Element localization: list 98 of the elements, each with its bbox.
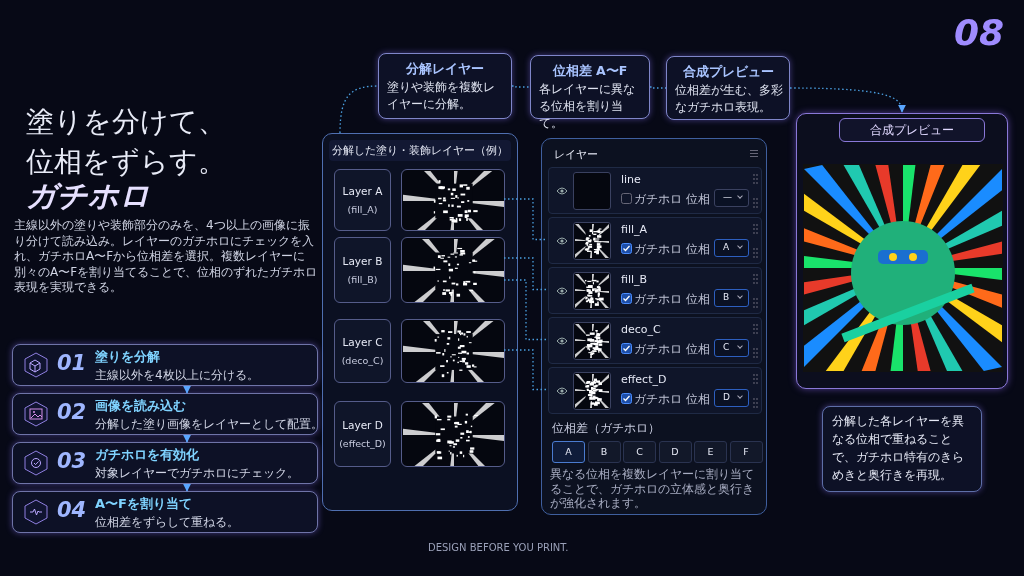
layer-name-box xyxy=(334,169,391,231)
panel-heading: 分解した塗り・装飾レイヤー（例） xyxy=(329,140,511,161)
step-card xyxy=(12,491,318,533)
info-card xyxy=(378,53,512,119)
description-text: 主線以外の塗りや装飾部分のみを、4つ以上の画像に振り分けて読み込み。レイヤーのガチホロにチェックを入れ、ガチホロA〜Fから位相差を選択。複数レイヤーに別々のA〜Fを割り当てることで、位相のずれたガチホロ表現を実現できる。 xyxy=(14,218,318,296)
layer-row xyxy=(548,217,762,264)
layer-row xyxy=(548,267,762,314)
arrow xyxy=(789,87,906,113)
headline: 塗りを分けて、位相をずらす。 xyxy=(26,104,227,180)
step-text: 対象レイヤーでガチホロにチェック。 xyxy=(95,465,299,482)
dropdown: B xyxy=(714,289,749,307)
step-text: 位相差をずらして重ねる。 xyxy=(95,514,239,531)
arrow xyxy=(183,385,191,394)
step-title: 塗りを分解 xyxy=(95,348,160,366)
arrow xyxy=(183,483,191,492)
preview-panel xyxy=(796,113,1008,389)
layer-name: deco_C xyxy=(621,323,661,336)
connector-line xyxy=(339,85,379,134)
note-card xyxy=(822,406,982,492)
dropdown: C xyxy=(714,339,749,357)
step-title: 画像を読み込む xyxy=(95,397,186,415)
card-heading: 位相差 A〜F xyxy=(551,63,629,80)
layer-row xyxy=(548,167,762,214)
layer-name: fill_B xyxy=(621,273,648,286)
preview-tab: 合成プレビュー xyxy=(839,118,985,142)
tagline: DESIGN BEFORE YOU PRINT. xyxy=(428,542,569,553)
phase-button: F xyxy=(729,441,763,463)
layer-name: Layer B xyxy=(341,255,384,267)
panel-heading: レイヤー xyxy=(554,148,598,162)
layer-examples-panel xyxy=(322,133,518,511)
step-card xyxy=(12,344,318,386)
step-text: 分解した塗り画像をレイヤーとして配置。 xyxy=(95,416,323,433)
step-card xyxy=(12,442,318,484)
layer-name: line xyxy=(621,173,641,186)
card-text: 位相差が生む、多彩なガチホロ表現。 xyxy=(675,82,783,116)
arrow xyxy=(183,434,191,443)
checkbox-label: ガチホロ xyxy=(634,341,682,358)
checkbox-label: ガチホロ xyxy=(634,391,682,408)
phase-button: C xyxy=(623,441,656,463)
card-heading: 合成プレビュー xyxy=(681,64,775,81)
connector-line xyxy=(503,349,548,391)
card-text: 各レイヤーに異なる位相を割り当て。 xyxy=(539,81,636,132)
panel-note: 異なる位相を複数レイヤーに割り当てることで、ガチホロの立体感と奥行きが強化されます。 xyxy=(550,467,755,511)
layer-name: fill_A xyxy=(621,223,648,236)
step-card xyxy=(12,393,318,435)
section-heading: 位相差（ガチホロ） xyxy=(552,420,660,437)
step-number: 01 xyxy=(57,351,87,375)
page-number: 08 xyxy=(953,12,1004,53)
card-heading: 分解レイヤー xyxy=(405,61,485,78)
phase-button: E xyxy=(694,441,727,463)
card-text: 塗りや装飾を複数レイヤーに分解。 xyxy=(387,79,496,113)
layer-id: (fill_A) xyxy=(346,204,379,215)
field-label: 位相 xyxy=(686,191,710,208)
layer-name: Layer D xyxy=(341,419,384,431)
layer-name-box xyxy=(334,401,391,467)
phase-button: A xyxy=(552,441,585,463)
step-number: 04 xyxy=(57,498,87,522)
field-label: 位相 xyxy=(686,391,710,408)
step-text: 主線以外を4枚以上に分ける。 xyxy=(95,367,259,384)
layer-name-box xyxy=(334,319,391,383)
step-title: A〜Fを割り当て xyxy=(95,495,192,513)
layer-panel xyxy=(541,138,767,515)
connector-line xyxy=(503,279,548,341)
feature-name: ガチホロ xyxy=(26,177,150,215)
layer-name: Layer C xyxy=(341,336,384,348)
connector-line xyxy=(503,198,548,241)
layer-row xyxy=(548,317,762,364)
illustration xyxy=(803,164,1003,372)
layer-thumbnail xyxy=(401,237,505,303)
dropdown: D xyxy=(714,389,749,407)
connector-line xyxy=(649,86,667,89)
note-text: 分解した各レイヤーを異なる位相で重ねることで、ガチホロ特有のきらめきと奥行きを再現。 xyxy=(832,413,965,484)
info-card xyxy=(666,56,790,120)
field-label: 位相 xyxy=(686,291,710,308)
checkbox-label: ガチホロ xyxy=(634,291,682,308)
field-label: 位相 xyxy=(686,341,710,358)
layer-name-box xyxy=(334,237,391,303)
layer-id: (effect_D) xyxy=(338,438,387,449)
step-title: ガチホロを有効化 xyxy=(95,446,199,464)
layer-thumbnail xyxy=(401,319,505,383)
step-number: 03 xyxy=(57,449,87,473)
layer-id: (fill_B) xyxy=(346,274,379,285)
layer-row xyxy=(548,367,762,414)
layer-id: (deco_C) xyxy=(340,355,385,366)
checkbox-label: ガチホロ xyxy=(634,241,682,258)
dropdown: — xyxy=(714,189,749,207)
layer-thumbnail xyxy=(401,401,505,467)
field-label: 位相 xyxy=(686,241,710,258)
connector-line xyxy=(503,257,548,291)
step-number: 02 xyxy=(57,400,87,424)
phase-button: B xyxy=(587,441,621,463)
layer-name: Layer A xyxy=(341,185,384,197)
phase-button: D xyxy=(658,441,692,463)
layer-name: effect_D xyxy=(621,373,667,386)
checkbox-label: ガチホロ xyxy=(634,191,682,208)
dropdown: A xyxy=(714,239,749,257)
layer-thumbnail xyxy=(401,169,505,231)
connector-line xyxy=(511,85,531,88)
